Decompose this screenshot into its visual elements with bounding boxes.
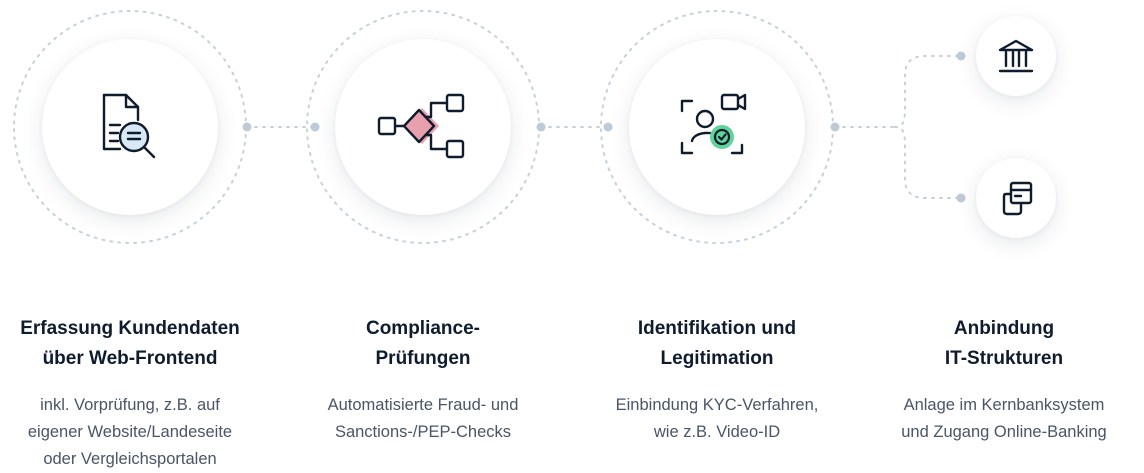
step-1-title-line: Erfassung Kundendaten xyxy=(20,318,240,339)
step-2-text: Compliance- Prüfungen Automatisierte Fra… xyxy=(278,314,568,446)
step-4-desc-line: und Zugang Online-Banking xyxy=(901,423,1107,441)
step-1-title: Erfassung Kundendaten über Web-Frontend xyxy=(0,314,275,374)
step-4-title: Anbindung IT-Strukturen xyxy=(864,314,1144,374)
step-4-desc-line: Anlage im Kernbanksystem xyxy=(903,396,1105,414)
step-4-description: Anlage im Kernbanksystem und Zugang Onli… xyxy=(864,392,1144,446)
step-2-circle xyxy=(335,39,511,215)
step-2-description: Automatisierte Fraud- und Sanctions-/PEP… xyxy=(278,392,568,446)
step-3-description: Einbindung KYC-Verfahren, wie z.B. Video… xyxy=(572,392,862,446)
bank-icon xyxy=(998,39,1034,73)
step-1-desc-line: inkl. Vorprüfung, z.B. auf xyxy=(40,396,220,414)
step-2-title-line: Prüfungen xyxy=(375,348,471,369)
compliance-flow-icon xyxy=(377,93,465,159)
step-3-title-line: Identifikation und xyxy=(637,318,797,339)
video-identification-icon xyxy=(680,93,747,155)
step-1-desc-line: eigener Website/Landeseite xyxy=(27,423,233,441)
step-1-circle xyxy=(42,39,218,215)
step-2-desc-line: Automatisierte Fraud- und xyxy=(327,396,519,414)
step-4-title-line: IT-Strukturen xyxy=(944,348,1064,369)
connector-dot xyxy=(830,122,840,132)
step-4-text: Anbindung IT-Strukturen Anlage im Kernba… xyxy=(864,314,1144,446)
connector-branch-upper xyxy=(894,55,962,128)
step-1-desc-line: oder Vergleichsportalen xyxy=(43,450,217,468)
connector-dot xyxy=(956,193,966,203)
step-1-title-line: über Web-Frontend xyxy=(42,348,218,369)
connector-dot xyxy=(310,122,320,132)
step-1-text: Erfassung Kundendaten über Web-Frontend … xyxy=(0,314,275,473)
mobile-banking-icon xyxy=(1002,181,1033,216)
step-3-desc-line: Einbindung KYC-Verfahren, xyxy=(615,396,819,414)
step-3-circle xyxy=(629,39,805,215)
connector-dot xyxy=(956,51,966,61)
step-2-title-line: Compliance- xyxy=(365,318,481,339)
connector-dot xyxy=(603,122,613,132)
connector-branch-lower xyxy=(894,126,962,199)
step-1-description: inkl. Vorprüfung, z.B. auf eigener Websi… xyxy=(0,392,275,473)
step-2-title: Compliance- Prüfungen xyxy=(278,314,568,374)
step-4-bank-circle xyxy=(976,16,1056,96)
step-3-text: Identifikation und Legitimation Einbindu… xyxy=(572,314,862,446)
step-2-desc-line: Sanctions-/PEP-Checks xyxy=(334,423,512,441)
step-4-title-line: Anbindung xyxy=(953,318,1055,339)
step-3-title-line: Legitimation xyxy=(660,348,774,369)
connector-dot xyxy=(242,122,252,132)
document-search-icon xyxy=(102,93,156,159)
step-3-desc-line: wie z.B. Video-ID xyxy=(653,423,781,441)
connector-dot xyxy=(536,122,546,132)
step-4-mobile-circle xyxy=(976,158,1056,238)
step-3-title: Identifikation und Legitimation xyxy=(572,314,862,374)
